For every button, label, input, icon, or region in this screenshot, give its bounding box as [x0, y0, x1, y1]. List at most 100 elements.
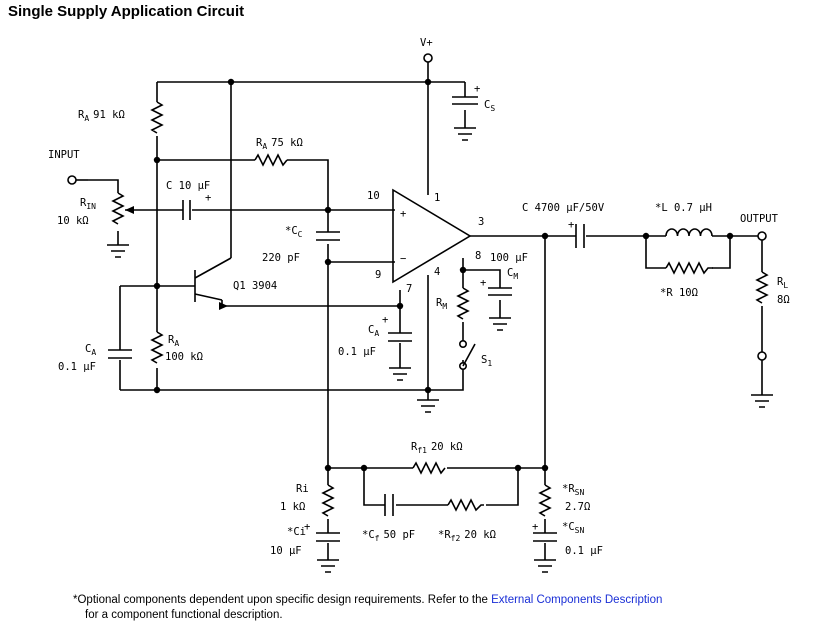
footnote: *Optional components dependent upon spec… [73, 593, 813, 623]
pin-10: 10 [367, 190, 380, 202]
resistor-rf2 [447, 498, 484, 512]
rin-label: RIN [80, 197, 96, 211]
cc-label: *CC [285, 225, 303, 239]
pin-9: 9 [375, 269, 381, 281]
rin-wiper-arrow [125, 206, 134, 214]
rsn-label: *RSN [562, 483, 584, 497]
output-label: OUTPUT [740, 213, 779, 225]
ca-mid-value: 0.1 μF [338, 346, 376, 358]
ri-value: 1 kΩ [280, 501, 305, 513]
cs-plus: + [474, 83, 480, 95]
s1-label: S1 [481, 354, 492, 368]
pin-1: 1 [434, 192, 440, 204]
pin-8: 8 [475, 250, 481, 262]
ground-cs [454, 127, 476, 141]
ground-rl [751, 394, 773, 408]
resistor-ra-91k [150, 101, 164, 134]
pin-3: 3 [478, 216, 484, 228]
cout-plus: + [568, 219, 574, 231]
capacitor-4700u [575, 224, 585, 248]
diagram-title: Single Supply Application Circuit [8, 3, 245, 20]
q1-label: Q1 3904 [233, 280, 277, 292]
ground-amp [417, 399, 439, 413]
capacitor-ca-mid [388, 332, 412, 342]
resistor-rin-10k [88, 179, 125, 245]
inductor-l [665, 228, 713, 237]
ground-symbols [107, 127, 773, 573]
cs-label: CS [484, 99, 495, 113]
ca-mid-label: CA [368, 324, 379, 338]
csn-plus: + [532, 521, 538, 533]
capacitor-cs [452, 96, 478, 105]
rm-label: RM [436, 297, 447, 311]
rl-label: RL [777, 276, 788, 290]
resistor-r-10 [665, 261, 713, 275]
ground-cm [489, 317, 511, 331]
pin-4: 4 [434, 266, 440, 278]
vplus-label: V+ [420, 37, 433, 49]
resistor-rf1 [412, 461, 446, 475]
capacitor-c-10u [182, 200, 191, 220]
resistor-rm [456, 287, 470, 320]
ground-csn [534, 559, 556, 573]
footnote-text: *Optional components dependent upon spec… [73, 594, 492, 606]
input-terminal [67, 175, 77, 185]
ca-mid-plus: + [382, 314, 388, 326]
capacitor-cf [384, 494, 394, 516]
junction-dots [153, 78, 734, 472]
output-terminal [757, 231, 767, 241]
ci-plus: + [304, 521, 310, 533]
wires [119, 62, 763, 560]
ground-rin [107, 244, 129, 258]
capacitor-cm [488, 287, 512, 296]
capacitor-ci [316, 532, 340, 542]
ground-ci [317, 559, 339, 573]
c-10u-plus: + [205, 192, 211, 204]
q1-emitter-arrow [219, 302, 228, 310]
rin-value: 10 kΩ [57, 215, 89, 227]
ra-100k-label: RA [168, 334, 179, 348]
ci-value: 10 μF [270, 545, 302, 557]
ground-ca-mid [389, 367, 411, 381]
resistor-rl [755, 271, 769, 304]
external-components-link[interactable]: External Components Description [491, 594, 663, 606]
resistor-ri [321, 484, 335, 517]
switch-s1 [458, 339, 476, 370]
opamp-minus: − [400, 253, 406, 265]
input-label: INPUT [48, 149, 80, 161]
ca-left-value: 0.1 μF [58, 361, 96, 373]
resistor-rsn [538, 484, 552, 517]
rl-terminal [757, 351, 767, 361]
pin-7: 7 [406, 283, 412, 295]
rl-value: 8Ω [777, 294, 790, 306]
footnote-text-2: for a component functional description. [85, 609, 283, 621]
csn-label: *CSN [562, 521, 584, 535]
capacitor-cc [316, 231, 340, 241]
c-10u-label: C 10 μF [166, 180, 210, 192]
csn-value: 0.1 μF [565, 545, 603, 557]
cout-label: C 4700 μF/50V [522, 202, 605, 214]
inductor-label: *L 0.7 μH [655, 202, 712, 214]
ci-label: *Ci [287, 526, 306, 538]
cm-plus: + [480, 277, 486, 289]
capacitor-ca-left [108, 349, 132, 359]
ra-100k-value: 100 kΩ [165, 351, 203, 363]
cm-value: 100 μF [490, 252, 528, 264]
rsn-value: 2.7Ω [565, 501, 590, 513]
vplus-terminal [423, 53, 433, 63]
transistor-q1 [194, 257, 232, 302]
ca-left-label: CA [85, 343, 96, 357]
opamp-plus: + [400, 208, 406, 220]
opamp-triangle [392, 188, 472, 284]
ri-label: Ri [296, 483, 309, 495]
resistor-ra-75k [254, 153, 288, 167]
capacitor-csn [533, 532, 557, 542]
cm-label: CM [507, 267, 518, 281]
